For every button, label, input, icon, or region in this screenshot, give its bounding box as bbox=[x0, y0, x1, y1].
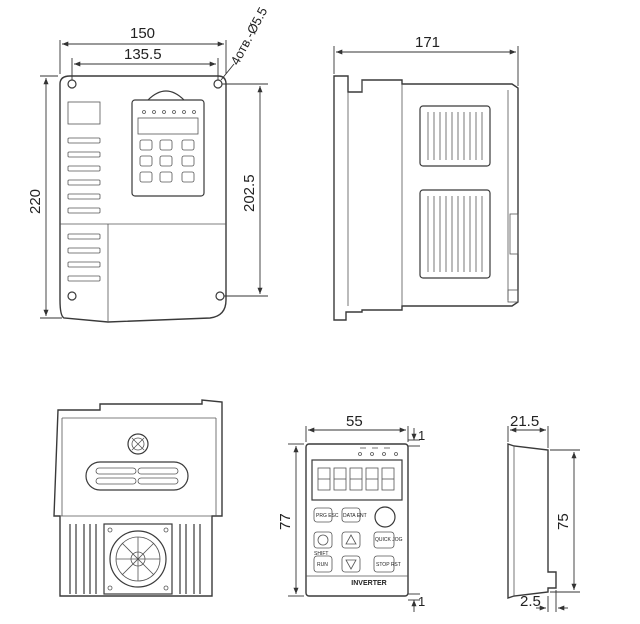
run-key-label: RUN bbox=[317, 562, 328, 568]
quick-key-label: QUICK JOG bbox=[375, 537, 403, 543]
dim-hole-spacing-height: 202.5 bbox=[241, 174, 258, 212]
potentiometer-knob bbox=[374, 506, 396, 528]
up-arrow-icon bbox=[345, 534, 357, 545]
stop-key bbox=[373, 555, 395, 573]
brand-label: INVERTER bbox=[351, 580, 386, 587]
down-arrow-icon bbox=[345, 559, 357, 570]
dim-keypad-depth: 21.5 bbox=[510, 413, 539, 430]
seven-segment-digits bbox=[317, 467, 395, 491]
keypad-front-view: PRG ESC DATA ENT SHIFT QUICK JOG RUN STO… bbox=[277, 413, 425, 612]
side-view: 171 bbox=[333, 34, 519, 321]
front-vents bbox=[67, 137, 101, 282]
side-vents-upper bbox=[419, 105, 491, 167]
up-key bbox=[341, 531, 361, 549]
dim-top-offset: 1 bbox=[418, 428, 425, 443]
dim-overall-width: 150 bbox=[130, 25, 155, 42]
down-key bbox=[341, 555, 361, 573]
dim-keypad-lip: 2.5 bbox=[520, 593, 541, 610]
dim-bottom-offset: 1 bbox=[418, 594, 425, 609]
cross-screw-icon bbox=[127, 433, 149, 455]
data-key bbox=[341, 507, 361, 523]
bottom-view bbox=[53, 399, 223, 597]
stop-key-label: STOP RST bbox=[376, 562, 401, 568]
keypad-housing bbox=[305, 443, 409, 597]
shift-key-label: SHIFT bbox=[314, 551, 328, 557]
dim-keypad-width: 55 bbox=[346, 413, 363, 430]
indicator-leds bbox=[358, 447, 398, 456]
cable-slot bbox=[85, 461, 189, 491]
mount-hole-bottom-left bbox=[67, 291, 77, 301]
prg-key bbox=[313, 507, 333, 523]
hole-note: 4отв.-Ø5.5 bbox=[227, 5, 270, 68]
prg-key-label: PRG ESC bbox=[316, 513, 339, 519]
cooling-fan-icon bbox=[103, 523, 173, 595]
heatsink-fins bbox=[69, 524, 201, 594]
dim-hole-spacing-width: 135.5 bbox=[124, 46, 162, 63]
status-window bbox=[67, 101, 101, 125]
dim-overall-height: 220 bbox=[27, 189, 44, 214]
dim-keypad-height: 77 bbox=[277, 513, 294, 530]
keypad-side-housing bbox=[507, 443, 557, 599]
side-vents-lower bbox=[419, 189, 491, 279]
quick-key bbox=[373, 531, 395, 549]
front-housing bbox=[59, 75, 227, 323]
dim-depth: 171 bbox=[415, 34, 440, 51]
shift-key bbox=[313, 531, 333, 549]
run-key bbox=[313, 555, 333, 573]
dim-keypad-side-height: 75 bbox=[555, 513, 572, 530]
front-keypad bbox=[131, 90, 205, 197]
keypad-side-view: 21.5 75 2.5 bbox=[507, 413, 580, 612]
front-view: 150 135.5 4отв.-Ø5.5 220 202.5 bbox=[27, 5, 270, 323]
data-key-label: DATA ENT bbox=[343, 513, 367, 519]
led-display bbox=[311, 459, 403, 501]
